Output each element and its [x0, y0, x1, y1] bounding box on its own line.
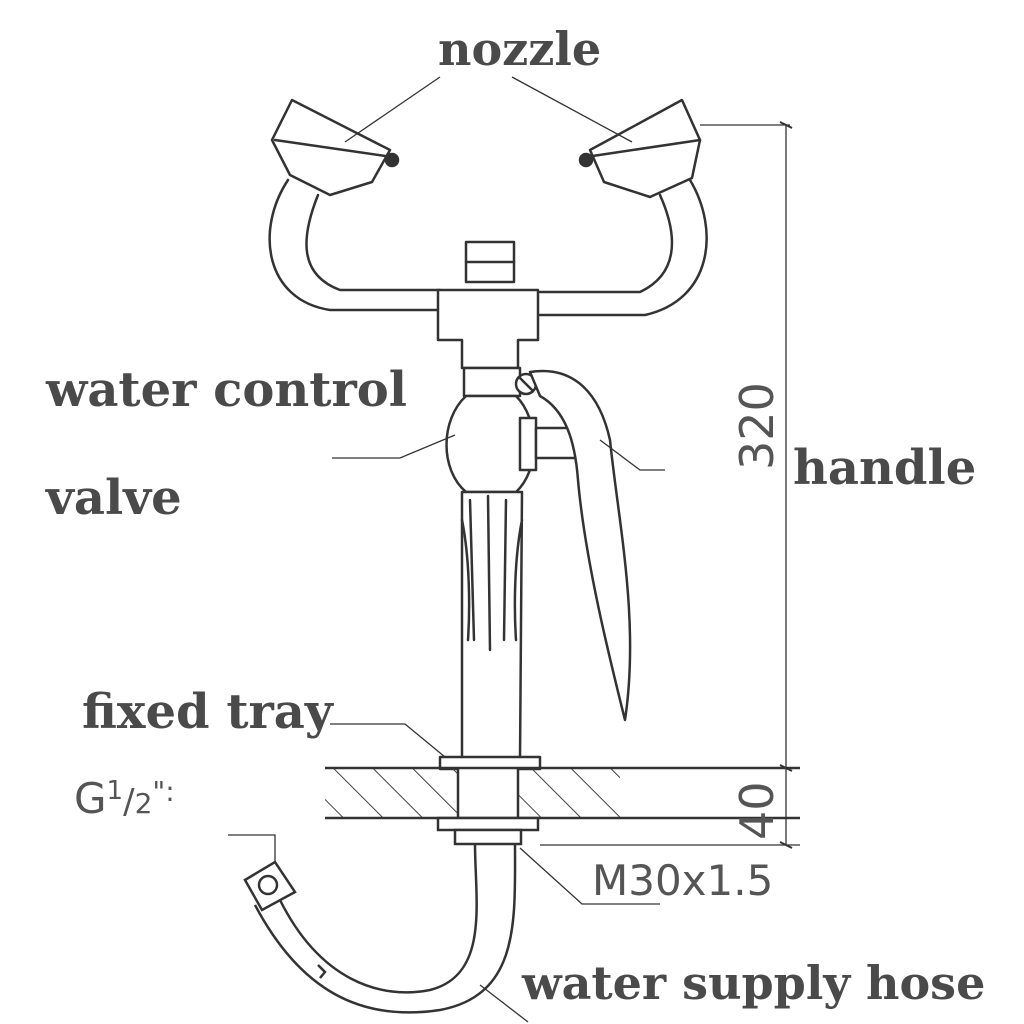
label-valve: valve [46, 470, 182, 526]
label-water-control: water control [46, 362, 407, 418]
pipe-thread-unit: ": [152, 775, 175, 808]
handle-lever [528, 369, 632, 722]
collar [462, 366, 522, 398]
hose-fitting [243, 860, 297, 912]
label-water-supply-hose: water supply hose [522, 956, 986, 1010]
right-pipe [538, 178, 708, 317]
left-pipe [268, 178, 442, 312]
label-fixed-tray: fixed tray [82, 684, 333, 740]
label-handle: handle [793, 440, 977, 496]
pipe-thread-den: 2 [134, 787, 153, 820]
lock-nut [436, 816, 540, 832]
pipe-thread-label: G1/2": [74, 774, 175, 823]
dimension-320: 320 [730, 382, 784, 470]
pipe-thread-num: 1 [106, 776, 124, 806]
hose [253, 843, 517, 1014]
tee [436, 288, 540, 370]
dimension-40: 40 [730, 781, 784, 840]
dimension-thread: M30x1.5 [592, 856, 774, 905]
label-nozzle: nozzle [438, 22, 602, 76]
pipe-thread-g: G [74, 774, 107, 823]
